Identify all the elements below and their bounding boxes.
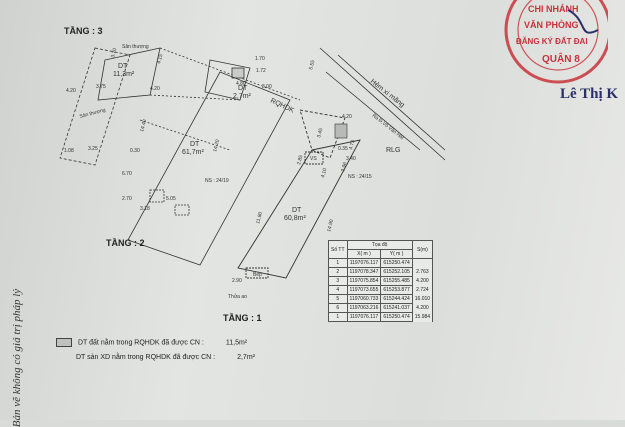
rlg-label: RLG [386, 147, 400, 154]
signature-name: Lê Thị K [560, 86, 619, 102]
dimension-labels: 3.70 4.15 3.75 4.20 1.70 1.72 4.80 3.00 … [64, 47, 357, 284]
svg-text:1.08: 1.08 [64, 148, 74, 154]
stair-label: Bếp [253, 272, 262, 278]
legend-swatch [56, 338, 72, 347]
svg-text:2.70: 2.70 [122, 196, 132, 202]
floor-1-plan [237, 109, 361, 279]
ns-left-label: NS : 24/19 [205, 178, 229, 184]
road-label: RQHDK [269, 97, 295, 114]
header-length: S(m) [411, 240, 434, 259]
area-f1-value: 60,8m² [284, 215, 306, 222]
svg-text:4.15: 4.15 [156, 53, 164, 64]
svg-text:6.70: 6.70 [122, 171, 132, 177]
alley-label: Hẻm xi măng [369, 78, 406, 109]
vs-label: VS [310, 156, 317, 162]
svg-text:2.90: 2.90 [232, 278, 242, 284]
svg-text:ĐĂNG KÝ ĐẤT ĐAI: ĐĂNG KÝ ĐẤT ĐAI [516, 36, 588, 46]
area-f1-title: DT [292, 207, 302, 214]
area-f3-small-title: DT [238, 85, 248, 92]
legend-line-2: DT sàn XD nằm trong RQHDK đã được CN : 2,… [76, 354, 255, 361]
floor-2-plan [127, 71, 291, 266]
svg-text:3.00: 3.00 [262, 84, 272, 90]
svg-text:14.20: 14.20 [212, 139, 221, 153]
svg-text:VĂN PHÒNG: VĂN PHÒNG [524, 19, 579, 30]
alley-sub-label: Ra Đ.Võ Văn Hát [371, 113, 405, 142]
svg-text:4.20: 4.20 [150, 86, 160, 92]
legend-line-1-label: DT đất nằm trong RQHDK đã được CN : [78, 339, 204, 347]
floor-1-label: TẦNG : 1 [223, 313, 262, 323]
area-f2-title: DT [190, 141, 200, 148]
svg-text:0.35: 0.35 [338, 146, 348, 152]
legend-line-2-label: DT sàn XD nằm trong RQHDK đã được CN : [76, 354, 216, 361]
svg-text:4.73: 4.73 [348, 139, 356, 150]
svg-text:CHI NHÁNH: CHI NHÁNH [528, 4, 579, 14]
margin-note: Bản vẽ không có giá trị pháp lý [11, 288, 24, 427]
area-f3-small-value: 2,7m² [233, 93, 252, 100]
steps-label: Thửa ao [228, 293, 247, 300]
floor-2-label: TẦNG : 2 [106, 238, 145, 248]
header-x: X( m ) [346, 249, 382, 259]
area-f2-value: 61,7m² [182, 149, 204, 156]
svg-text:14.90: 14.90 [326, 219, 335, 233]
balcony-label-top: Sân thượng [122, 44, 149, 50]
area-f3-main-value: 11,3m² [113, 71, 135, 78]
svg-text:4.10: 4.10 [320, 167, 328, 178]
balcony-label-bottom: Sân thượng [79, 107, 106, 120]
svg-text:3.96: 3.96 [340, 161, 348, 172]
svg-text:4.20: 4.20 [342, 114, 352, 120]
svg-text:11.80: 11.80 [255, 211, 264, 224]
floor-3-plan [59, 47, 301, 166]
header-y: Y( m ) [380, 249, 413, 259]
svg-text:3.18: 3.18 [140, 206, 150, 212]
alley-strip [319, 47, 446, 161]
svg-text:1.70: 1.70 [255, 56, 265, 62]
svg-text:3.45: 3.45 [316, 127, 324, 138]
legend-line-1-value: 11,5m² [225, 339, 248, 347]
svg-text:5.55: 5.55 [308, 59, 316, 70]
svg-text:2.85: 2.85 [296, 154, 304, 165]
official-seal-stamp: CHI NHÁNH VĂN PHÒNG ĐĂNG KÝ ĐẤT ĐAI QUẬN… [504, 0, 608, 84]
svg-text:QUẬN 8: QUẬN 8 [542, 52, 580, 65]
svg-text:14.40: 14.40 [139, 119, 148, 133]
svg-text:3.75: 3.75 [96, 84, 106, 90]
svg-text:4.80: 4.80 [236, 81, 246, 87]
svg-text:1.72: 1.72 [256, 68, 266, 74]
svg-text:4.20: 4.20 [66, 88, 76, 94]
legend-line-2-value: 2,7m² [237, 354, 255, 361]
ns-right-label: NS : 24/15 [348, 174, 372, 180]
header-coord: Tọa độ [346, 240, 413, 250]
svg-text:3.40: 3.40 [346, 156, 356, 162]
svg-text:3.70: 3.70 [110, 47, 118, 58]
floor-3-label: TẦNG : 3 [64, 26, 103, 36]
svg-text:5.05: 5.05 [166, 196, 176, 202]
svg-text:3.25: 3.25 [88, 146, 98, 152]
legend-line-1: DT đất nằm trong RQHDK đã được CN : 11,5m… [56, 338, 247, 347]
header-no: Số TT [328, 240, 348, 259]
svg-text:0.30: 0.30 [130, 148, 140, 154]
area-f3-main-title: DT [118, 63, 128, 70]
